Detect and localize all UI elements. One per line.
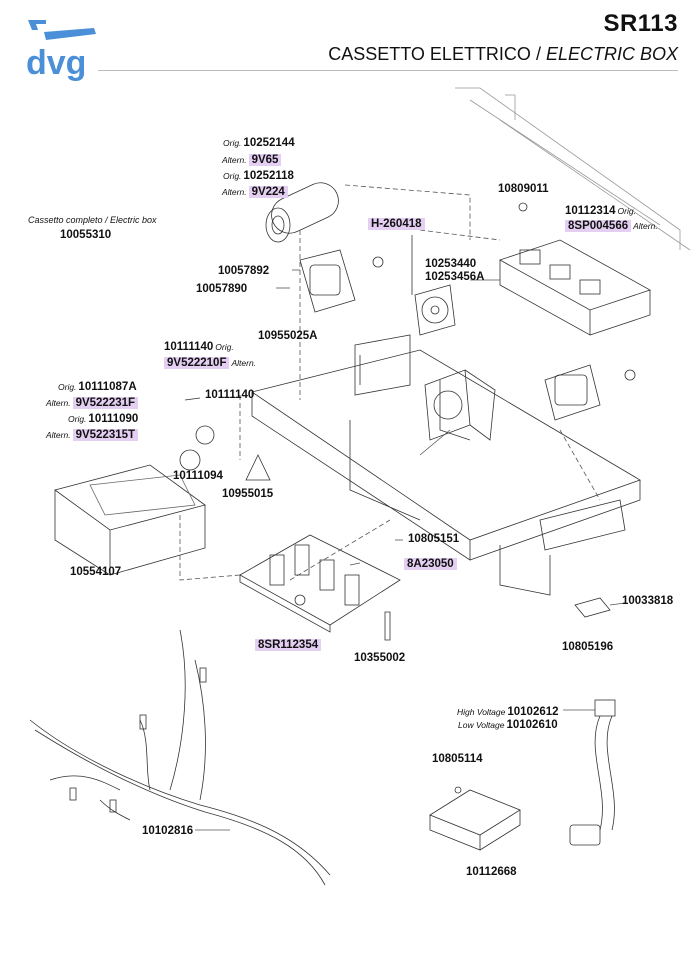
complete-box-note: Cassetto completo / Electric box <box>28 215 157 225</box>
dvg-logo: dvg <box>24 14 102 84</box>
label-board: 8SR112354 <box>255 638 322 652</box>
capacitor-orig-1: Orig.10252144 <box>223 137 295 149</box>
label-10057890: 10057890 <box>196 283 248 295</box>
label-10955025a: 10955025A <box>258 330 318 342</box>
model-code: SR113 <box>603 10 678 37</box>
bracket <box>354 334 411 396</box>
label-10805151: 10805151 <box>408 533 460 545</box>
label-10805196: 10805196 <box>562 641 614 653</box>
label-10111094: 10111094 <box>173 470 223 482</box>
header-rule <box>98 70 678 71</box>
label-10355002: 10355002 <box>354 652 406 664</box>
power-supply <box>54 464 206 576</box>
connector-right <box>544 364 636 421</box>
label-10057892: 10057892 <box>218 265 270 277</box>
pcb-board <box>239 534 401 633</box>
page-title: CASSETTO ELETTRICO / ELECTRIC BOX <box>328 44 678 65</box>
fuse-holder-alt-1: Altern.9V522231F <box>44 396 139 410</box>
hv-module <box>429 786 521 851</box>
label-10111140-b: 10111140 <box>205 389 255 401</box>
capacitor-alt-2: Altern.9V224 <box>220 185 288 199</box>
capacitor-orig-2: Orig.10252118 <box>223 170 294 182</box>
wire-harness <box>29 629 331 886</box>
label-10112668: 10112668 <box>466 866 517 878</box>
fuse-holder-orig-2: Orig.10111090 <box>68 413 139 425</box>
fuse-holder-orig-1: Orig.10111087A <box>58 381 137 393</box>
hv-cable <box>569 699 616 846</box>
leader-lines <box>179 184 601 581</box>
frame-rail <box>455 87 691 251</box>
label-10809011: 10809011 <box>498 183 549 195</box>
label-10554107: 10554107 <box>70 566 122 578</box>
complete-box-code: 10055310 <box>60 229 112 241</box>
relay-block <box>499 202 651 336</box>
base-plate <box>251 349 641 596</box>
capacitor-alt-1: Altern.9V65 <box>220 153 282 167</box>
label-10805114: 10805114 <box>432 753 483 765</box>
clip <box>574 597 611 618</box>
label-fan-1: 10253440 <box>425 258 477 270</box>
callout-lines <box>195 269 626 831</box>
fan <box>411 235 456 336</box>
capacitor <box>265 182 339 243</box>
title-english: ELECTRIC BOX <box>545 44 678 64</box>
label-harness: 10102816 <box>142 825 194 837</box>
label-fan-2: 10253456A <box>425 271 485 283</box>
title-italian: CASSETTO ELETTRICO / <box>328 44 541 64</box>
label-10033818: 10033818 <box>622 595 674 607</box>
fuse-holders <box>179 397 271 481</box>
svg-text:dvg: dvg <box>26 44 86 82</box>
label-h260418: H-260418 <box>368 217 425 231</box>
spacer <box>384 611 391 641</box>
label-10955015: 10955015 <box>222 488 274 500</box>
label-8a23050: 8A23050 <box>404 557 457 571</box>
connector-left <box>299 249 384 313</box>
fan-bracket <box>424 369 496 441</box>
fuse-holder-alt-2: Altern.9V522315T <box>44 428 139 442</box>
